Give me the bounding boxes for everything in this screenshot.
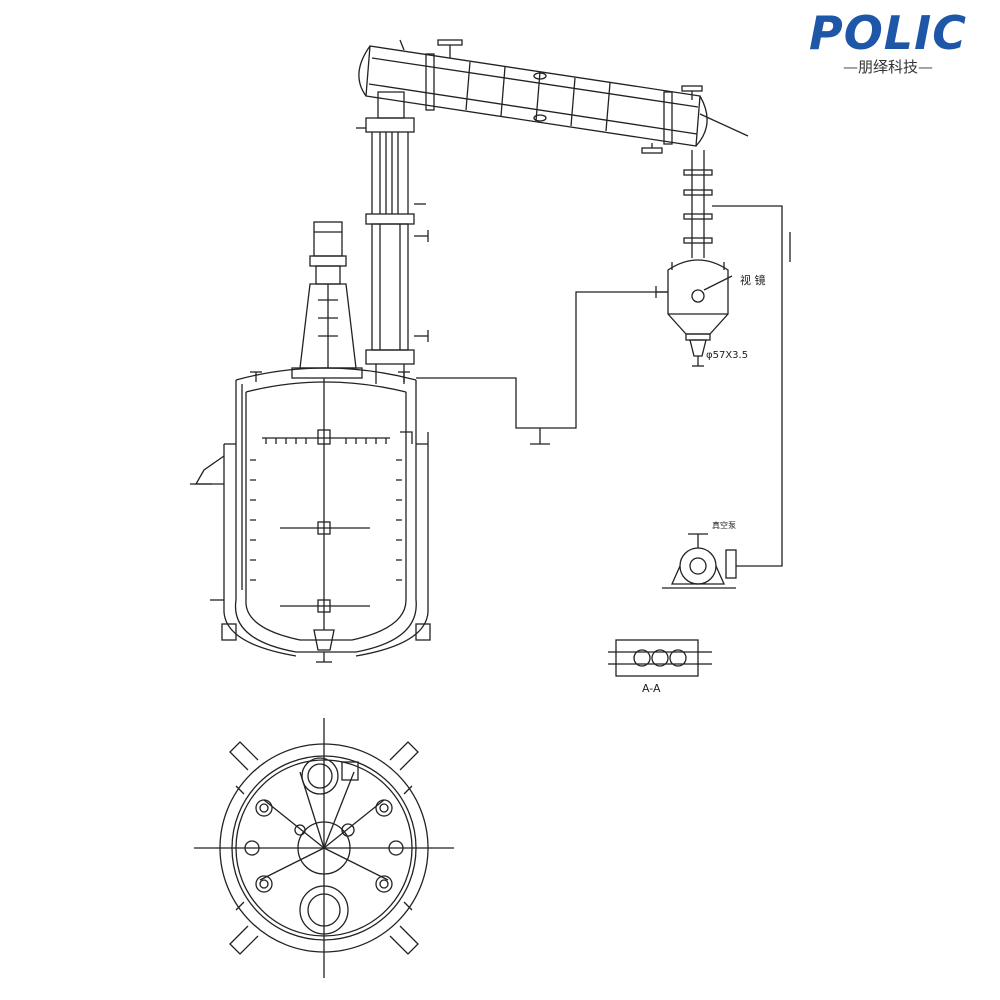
vapor-line xyxy=(416,291,668,445)
vertical-condenser xyxy=(356,91,429,384)
inclined-condenser xyxy=(358,39,749,154)
receiver-tank xyxy=(655,150,791,567)
logo-subtitle: 朋绎科技 xyxy=(857,58,918,76)
sight-glass-label: 视 镜 xyxy=(740,273,766,287)
plan-view xyxy=(194,718,454,978)
section-aa xyxy=(608,639,712,677)
agitator-drive xyxy=(291,221,363,379)
logo-subtitle-row: —朋绎科技— xyxy=(842,58,933,76)
pump-note-label: 真空泵 xyxy=(712,520,736,530)
vacuum-pump xyxy=(662,533,737,589)
brand-logo: POLIC —朋绎科技— xyxy=(808,8,968,76)
reactor-vessel xyxy=(190,367,431,663)
pipe-size-label: φ57X3.5 xyxy=(706,350,748,361)
logo-wordmark: POLIC xyxy=(808,6,967,60)
section-label: A-A xyxy=(642,682,661,695)
